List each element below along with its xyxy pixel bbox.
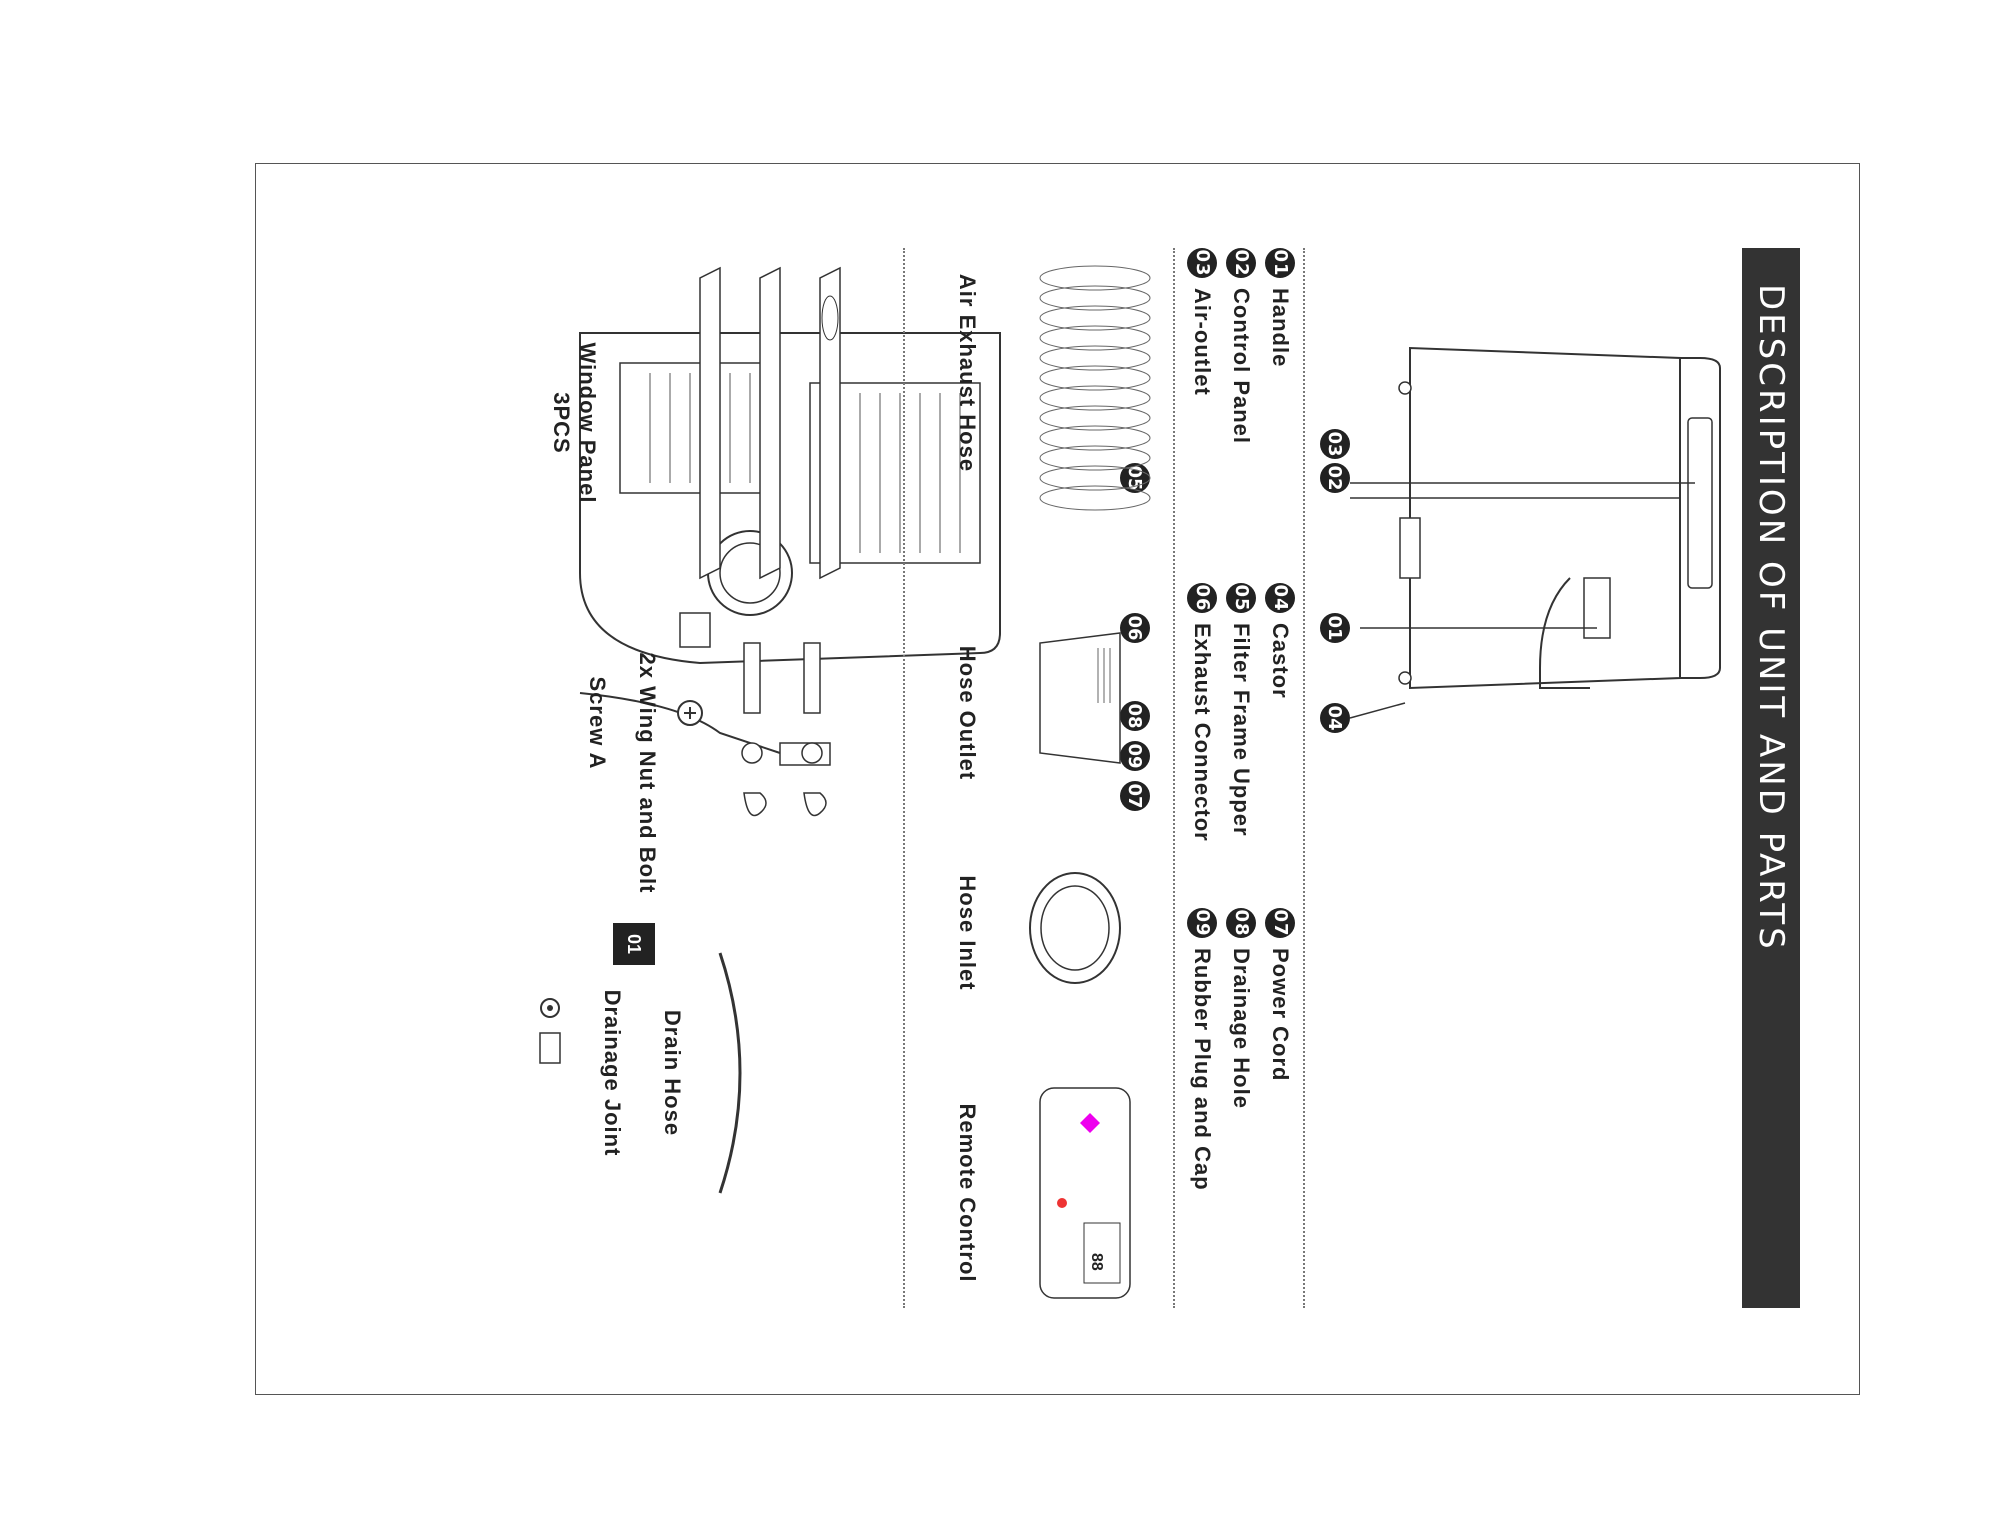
label-window-panel: Window Panel 3PCS: [548, 323, 600, 523]
remote-control-illustration: [1030, 1083, 1140, 1303]
hose-outlet-illustration: [1020, 623, 1140, 783]
label-wing-nut-bolt: 2x Wing Nut and Bolt: [634, 643, 660, 903]
label-remote-control: Remote Control: [954, 1093, 980, 1293]
front-callout-03: 03: [1320, 429, 1350, 469]
window-panel-illustration: [660, 258, 860, 588]
page-number: 01: [613, 923, 655, 965]
back-callout-07: 07: [1120, 781, 1150, 821]
label-hose-inlet: Hose Inlet: [954, 843, 980, 1023]
wing-nut-bolt-illustration: [700, 623, 860, 853]
label-drain-hose: Drain Hose: [659, 973, 685, 1173]
drain-hose-illustration: [710, 943, 750, 1203]
unit-front-illustration: [1320, 248, 1740, 808]
air-exhaust-hose-illustration: [1030, 258, 1160, 558]
label-drainage-joint: Drainage Joint: [599, 963, 625, 1183]
label-air-exhaust-hose: Air Exhaust Hose: [954, 263, 980, 483]
label-screw-a: Screw A: [584, 663, 610, 783]
divider-2: [1173, 248, 1175, 1308]
label-hose-outlet: Hose Outlet: [954, 613, 980, 813]
page-title: DESCRIPTION OF UNIT AND PARTS: [1742, 248, 1800, 1308]
drainage-joint-illustration: [530, 993, 570, 1073]
front-callout-01: 01: [1320, 613, 1350, 653]
front-callout-04: 04: [1320, 703, 1350, 743]
hose-inlet-illustration: [1015, 863, 1135, 993]
remote-display: 88: [1087, 1253, 1105, 1271]
divider-3: [903, 248, 905, 1308]
divider-1: [1303, 248, 1305, 1308]
front-callout-02: 02: [1320, 463, 1350, 503]
rotated-page: DESCRIPTION OF UNIT AND PARTS 02 03 01 0…: [255, 163, 1860, 1395]
